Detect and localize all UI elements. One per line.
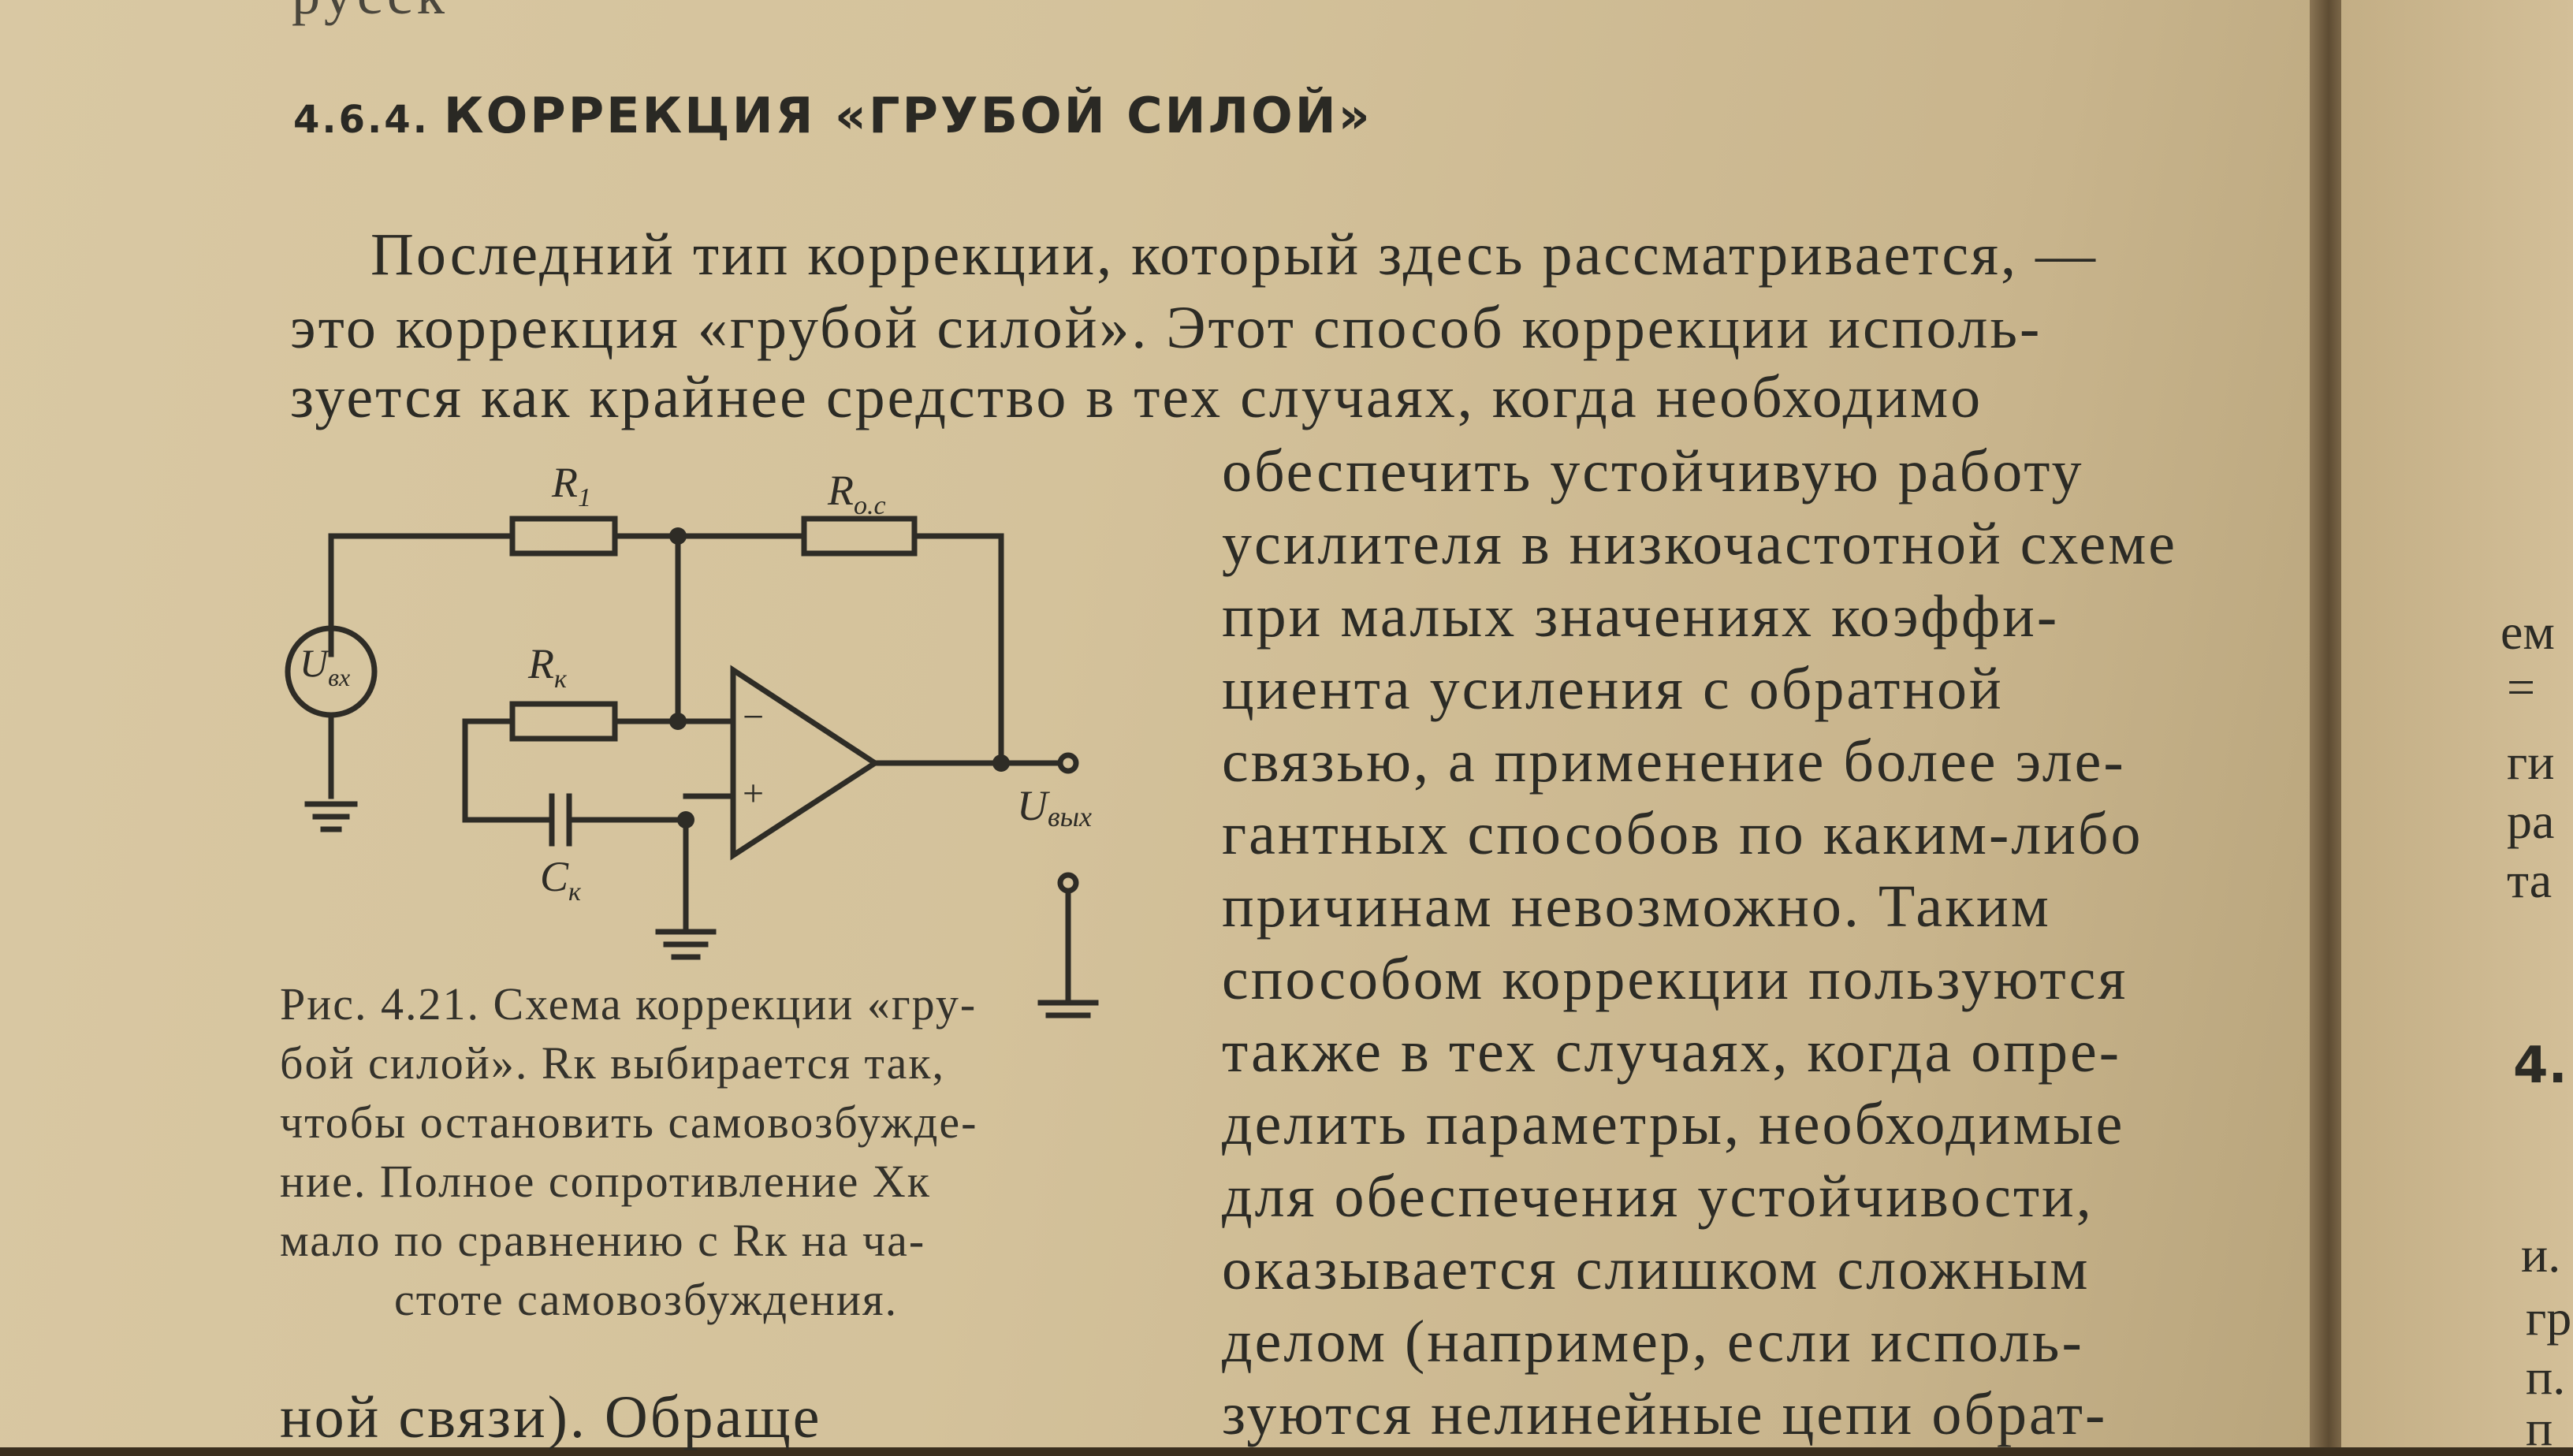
figure-caption-line: Рис. 4.21. Схема коррекции «гру-: [280, 978, 977, 1030]
book-gutter: [2310, 0, 2341, 1447]
book-page-left: русск 4.6.4. КОРРЕКЦИЯ «ГРУБОЙ СИЛОЙ» Пос…: [0, 0, 2310, 1447]
book-page-right: ем = ги ра та 4. и. гр п. п: [2341, 0, 2573, 1454]
column-line: также в тех случаях, когда опре-: [1222, 1018, 2121, 1085]
text-fragment: ем: [2500, 604, 2555, 660]
resistor-r1: [509, 516, 618, 557]
text-fragment: ги: [2507, 734, 2555, 790]
label-uin: Uвх: [300, 641, 350, 691]
text-fragment: =: [2507, 659, 2536, 715]
text-fragment: и.: [2521, 1227, 2561, 1283]
label-ck: Cк: [540, 853, 582, 907]
junction-dot: [669, 713, 687, 730]
paragraph-line: зуется как крайнее средство в тех случая…: [290, 364, 1983, 430]
junction-dot: [992, 754, 1010, 772]
column-line: циента усиления с обратной: [1222, 656, 2004, 722]
column-line: гантных способов по каким-либо: [1222, 801, 2143, 867]
output-terminal: [1057, 752, 1079, 774]
column-line: оказывается слишком сложным: [1222, 1236, 2091, 1302]
column-line: делом (например, если исполь-: [1222, 1309, 2084, 1375]
op-amp: [730, 665, 881, 861]
label-rk: Rк: [527, 640, 568, 694]
minus-sign: −: [743, 696, 764, 738]
wire: [911, 533, 1004, 766]
running-head-fragment: русск: [292, 0, 449, 28]
paragraph-line: Последний тип коррекции, который здесь р…: [370, 222, 2098, 288]
figure-caption-line: стоте самовозбуждения.: [394, 1274, 899, 1325]
ground-symbol: [655, 929, 717, 960]
wire: [462, 718, 555, 823]
resistor-rk: [509, 701, 618, 742]
column-line: делить параметры, необходимые: [1222, 1091, 2125, 1157]
column-line: обеспечить устойчивую работу: [1222, 438, 2084, 505]
figure-caption-line: мало по сравнению с Rк на ча-: [280, 1215, 926, 1266]
column-line: зуются нелинейные цепи обрат-: [1222, 1381, 2108, 1447]
figure-caption-line: ние. Полное сопротивление Xк: [280, 1156, 931, 1207]
figure-caption-line: бой силой». Rк выбирается так,: [280, 1037, 946, 1089]
circuit-diagram: R1 Rо.с Rк Cк Uвх Uвых − +: [285, 459, 1099, 1018]
text-fragment: п.: [2526, 1349, 2566, 1405]
figure-caption-line: чтобы остановить самовозбужде-: [280, 1097, 978, 1148]
label-uout: Uвых: [1017, 782, 1092, 832]
column-line: при малых значениях коэффи-: [1222, 583, 2060, 650]
plus-sign: +: [743, 773, 764, 814]
ground-symbol: [304, 801, 358, 832]
text-fragment: ра: [2507, 793, 2555, 849]
text-fragment: 4.: [2513, 1037, 2567, 1095]
section-title: КОРРЕКЦИЯ «ГРУБОЙ СИЛОЙ»: [443, 87, 1372, 144]
junction-dot: [677, 811, 694, 829]
section-number: 4.6.4.: [293, 98, 430, 142]
text-fragment: та: [2507, 852, 2553, 908]
label-roc: Rо.с: [827, 467, 886, 520]
text-fragment: гр: [2526, 1290, 2572, 1346]
column-line: усилителя в низкочастотной схеме: [1222, 511, 2178, 577]
column-line: причинам невозможно. Таким: [1222, 873, 2051, 940]
column-line: связью, а применение более эле-: [1222, 728, 2126, 795]
resistor-roc: [801, 516, 918, 557]
junction-dot: [669, 527, 687, 545]
column-line: способом коррекции пользуются: [1222, 946, 2128, 1012]
paragraph-line: ной связи). Обраще: [280, 1384, 822, 1450]
label-r1: R1: [551, 459, 591, 512]
ground-symbol: [1037, 1000, 1099, 1018]
text-fragment: п: [2526, 1400, 2553, 1456]
column-line: для обеспечения устойчивости,: [1222, 1164, 2094, 1230]
paragraph-line: это коррекция «грубой силой». Этот спосо…: [290, 295, 2042, 361]
section-heading: 4.6.4. КОРРЕКЦИЯ «ГРУБОЙ СИЛОЙ»: [293, 87, 1372, 144]
